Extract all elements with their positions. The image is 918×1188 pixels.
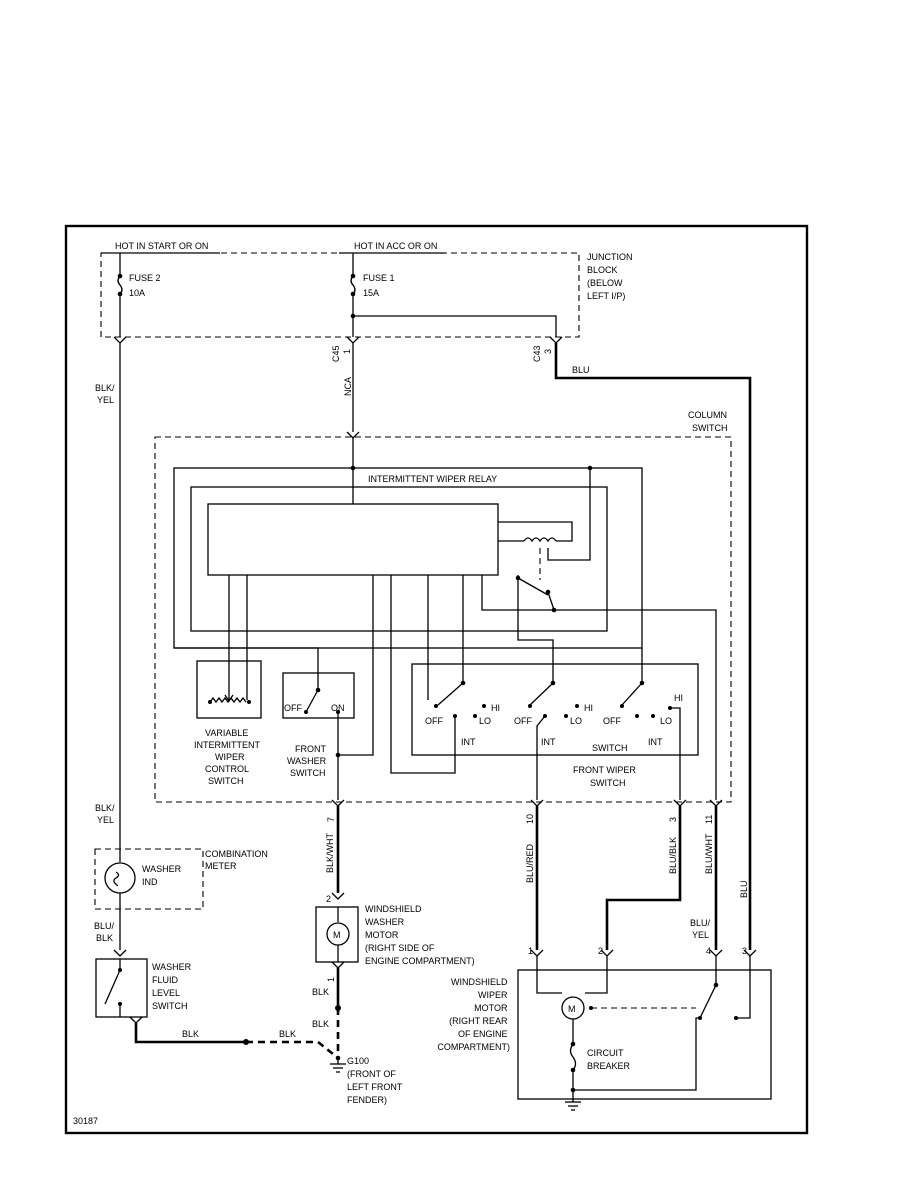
variable-intermittent-switch xyxy=(196,660,262,719)
pin-11-label: 11 xyxy=(704,815,714,824)
wiper-motor-m: M xyxy=(568,1004,576,1014)
washer-fluid-level-switch: WASHER FLUID LEVEL SWITCH xyxy=(95,958,194,1018)
ground-g100: G100 (FRONT OF LEFT FRONT FENDER) xyxy=(330,1055,405,1105)
washer-ind-label: WASHER IND xyxy=(142,864,184,887)
g100-label: G100 (FRONT OF LEFT FRONT FENDER) xyxy=(347,1056,405,1105)
fuse-1-symbol xyxy=(350,275,356,295)
connector-junction-bottom xyxy=(113,336,563,344)
wiper-sw2-off: OFF xyxy=(514,716,532,726)
wire-blk-yel-label-2: BLK/ YEL xyxy=(95,803,117,825)
junction-block-label: JUNCTION BLOCK (BELOW LEFT I/P) xyxy=(587,252,635,301)
wire-blk-label-1: BLK xyxy=(182,1029,199,1039)
wiper-sw1-off: OFF xyxy=(425,716,443,726)
combination-meter-label: COMBINATION METER xyxy=(205,849,270,871)
wiper-sw3-lo: LO xyxy=(660,716,672,726)
relay-coil xyxy=(523,537,557,543)
fuse-1-rating: 15A xyxy=(363,288,379,298)
figure-id: 30187 xyxy=(73,1116,98,1126)
hot-in-acc-label: HOT IN ACC OR ON xyxy=(354,241,437,251)
hot-in-start-label: HOT IN START OR ON xyxy=(115,241,208,251)
front-washer-switch-label: FRONT WASHER SWITCH xyxy=(287,744,329,778)
windshield-washer-motor: M WINDSHIELD WASHER MOTOR (RIGHT SIDE OF… xyxy=(315,904,475,966)
variable-switch-resistor xyxy=(209,696,247,704)
diagram-frame xyxy=(64,224,809,1135)
front-wiper-switch xyxy=(411,663,699,756)
pin-3-label: 3 xyxy=(668,817,678,822)
washer-motor-pin1: 1 xyxy=(326,977,336,982)
wiper-motor-pin2: 2 xyxy=(598,946,603,956)
washer-indicator-lamp xyxy=(104,862,136,894)
wiper-motor-pin4: 4 xyxy=(706,946,711,956)
pin-10-label: 10 xyxy=(525,814,535,824)
pin-7-label: 7 xyxy=(326,817,336,822)
wiper-motor-ground xyxy=(565,1099,581,1111)
front-washer-on-label: ON xyxy=(331,703,345,713)
relay-label: INTERMITTENT WIPER RELAY xyxy=(368,474,497,484)
fuse-2-label: FUSE 2 xyxy=(129,273,161,283)
wire-blk-label-4: BLK xyxy=(312,1019,329,1029)
windshield-wiper-motor-label: WINDSHIELD WIPER MOTOR (RIGHT REAR OF EN… xyxy=(437,977,510,1052)
connector-wiper-motor xyxy=(530,949,757,957)
wiper-sw1-hi: HI xyxy=(491,703,500,713)
connector-column-bottom xyxy=(331,799,723,807)
wire-blu-label: BLU xyxy=(572,365,590,375)
fuse-2-symbol xyxy=(117,275,123,295)
connector-c45-label: C45 xyxy=(331,345,341,362)
wire-blk-label-2: BLK xyxy=(279,1029,296,1039)
wire-blu-blk-left-label: BLU/ BLK xyxy=(94,921,117,943)
circuit-breaker-symbol xyxy=(569,1043,577,1071)
wiper-sw2-lo: LO xyxy=(570,716,582,726)
front-washer-off-label: OFF xyxy=(284,703,302,713)
wire-blu-red-label: BLU/RED xyxy=(525,843,535,883)
windshield-wiper-motor: M CIRCUIT BREAKER xyxy=(517,956,772,1100)
wiper-motor-pin1: 1 xyxy=(528,946,533,956)
wiper-sw1-int: INT xyxy=(461,737,476,747)
wire-blu-blk-label: BLU/BLK xyxy=(668,837,678,874)
wiper-motor-pin3: 3 xyxy=(742,946,747,956)
wire-blk-wht-label: BLK/WHT xyxy=(325,832,335,873)
front-washer-switch xyxy=(282,672,355,719)
wire-blk-label-3: BLK xyxy=(312,987,329,997)
variable-switch-label: VARIABLE INTERMITTENT WIPER CONTROL SWIT… xyxy=(194,728,262,786)
circuit-breaker-label: CIRCUIT BREAKER xyxy=(587,1048,631,1071)
washer-fluid-switch-label: WASHER FLUID LEVEL SWITCH xyxy=(152,962,194,1011)
wiper-sw3-hi: HI xyxy=(674,693,683,703)
wiper-sw2-int: INT xyxy=(541,737,556,747)
wiper-sw2-hi: HI xyxy=(584,703,593,713)
connector-c45-pin: 1 xyxy=(342,349,352,354)
connector-c43-label: C43 xyxy=(532,345,542,362)
wiper-sw3-off: OFF xyxy=(603,716,621,726)
wire-blu-wht-label: BLU/WHT xyxy=(704,833,714,874)
column-switch: COLUMN SWITCH INTERMITTENT WIPER RELAY xyxy=(154,410,732,803)
wire-blk-yel-label-1: BLK/ YEL xyxy=(95,383,117,405)
column-switch-label: COLUMN SWITCH xyxy=(688,410,730,433)
washer-motor-pin2: 2 xyxy=(326,894,331,904)
wire-nca-label: NCA xyxy=(343,377,353,396)
wiper-sw3-int: INT xyxy=(648,737,663,747)
windshield-washer-motor-label: WINDSHIELD WASHER MOTOR (RIGHT SIDE OF E… xyxy=(365,904,475,966)
front-wiper-switch-label: FRONT WIPER SWITCH xyxy=(573,765,638,788)
wiper-sw1-lo: LO xyxy=(479,716,491,726)
wire-blu-vertical-label: BLU xyxy=(739,880,749,898)
junction-block: HOT IN START OR ON HOT IN ACC OR ON FUSE… xyxy=(100,241,635,338)
relay-block xyxy=(207,503,499,576)
combination-meter: WASHER IND COMBINATION METER xyxy=(94,848,270,910)
fuse-2-rating: 10A xyxy=(129,288,145,298)
washer-motor-m: M xyxy=(333,930,341,940)
fuse-1-label: FUSE 1 xyxy=(363,273,395,283)
connector-c43-pin: 3 xyxy=(543,349,553,354)
wiper-switch-caption: SWITCH xyxy=(592,743,628,753)
wire-blu-yel-label: BLU/ YEL xyxy=(690,918,713,940)
